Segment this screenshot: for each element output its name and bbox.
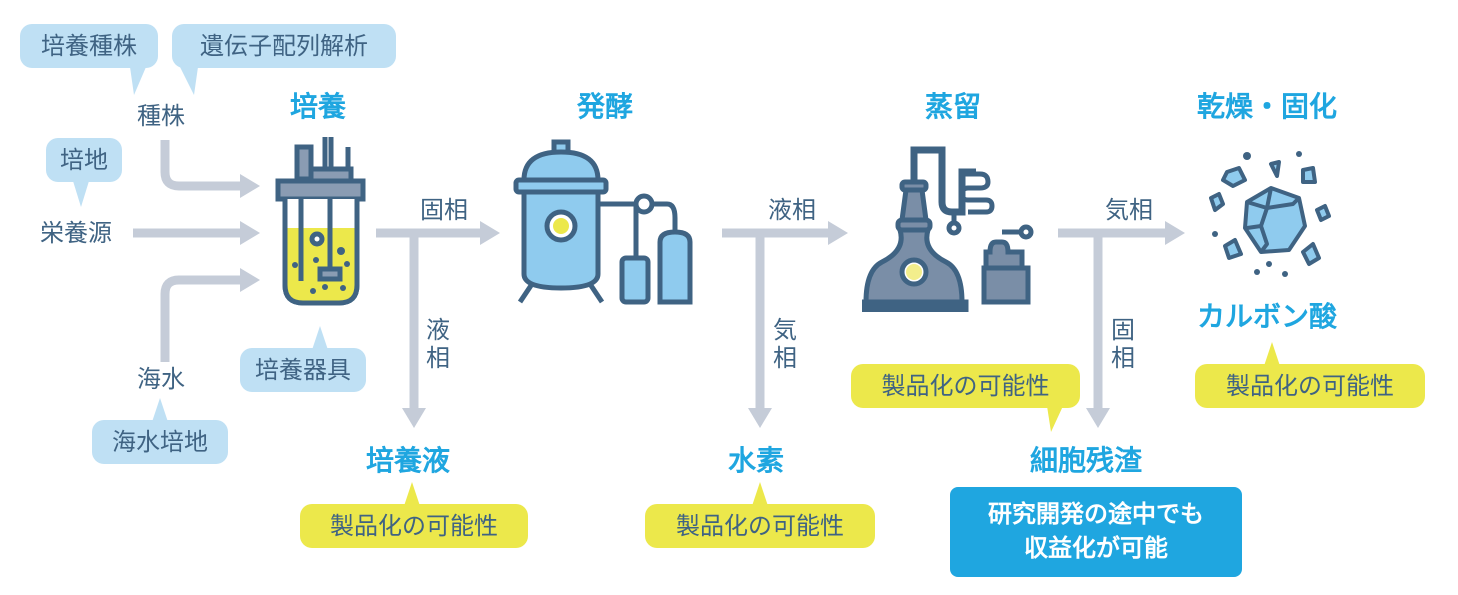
stage-title-culture: 培養 [290,90,347,123]
monetization-callout: 研究開発の途中でも 収益化が可能 [950,487,1242,577]
flow-label-gas: 気相 [1105,196,1153,224]
bubble-tail [130,67,146,95]
arrowhead [480,221,500,245]
stage-title-drying: 乾燥・固化 [1197,90,1338,123]
bubble-tail [312,326,328,350]
product-potential-bubble: 製品化の可能性 [1195,364,1425,408]
bubble-tail [73,181,89,207]
arrowhead [240,221,260,245]
fermenter-icon [513,139,693,305]
arrowhead [748,408,772,428]
flow-label-liquid: 液相 [768,196,816,224]
flow-label-liquid: 液相 [426,316,450,372]
seawater-label: 海水 [137,365,185,393]
bubble-tail [1264,342,1280,366]
medium-bubble: 培地 [46,138,122,182]
crystal-icon [1209,151,1331,277]
flow-label-gas: 気相 [773,316,797,372]
distiller-icon [862,146,1034,312]
product-potential-bubble: 製品化の可能性 [851,364,1080,408]
arrowhead [402,408,426,428]
stage-title-fermentation: 発酵 [577,90,634,123]
bubble-tail [752,482,768,506]
arrowhead [828,221,848,245]
arrowhead [1086,408,1110,428]
bubble-tail [180,67,198,95]
arrowhead [1165,221,1185,245]
seed-culture-bubble: 培養種株 [20,24,158,68]
product-potential-bubble: 製品化の可能性 [300,504,528,548]
callout-line-1: 研究開発の途中でも [988,500,1204,528]
output-title-hydrogen: 水素 [728,444,785,477]
culture-equipment-bubble: 培養器具 [240,348,366,392]
output-title-cell-residue: 細胞残渣 [1030,444,1143,477]
bubble-tail [1047,406,1063,432]
seed-arrow [160,140,242,191]
bubble-tail [404,482,420,506]
gene-analysis-bubble: 遺伝子配列解析 [172,24,396,68]
nutrient-label: 栄養源 [40,219,112,247]
seed-label: 種株 [137,102,185,130]
seawater-arrow [160,275,242,362]
output-title-culture-fluid: 培養液 [366,444,451,477]
callout-line-2: 収益化が可能 [1024,534,1168,562]
arrowhead [240,174,260,198]
bioreactor-icon [275,137,366,306]
stage-title-distillation: 蒸留 [925,90,982,123]
flow-label-solid: 固相 [1111,316,1135,372]
flow-label-solid: 固相 [420,196,468,224]
arrowhead [240,268,260,292]
seawater-medium-bubble: 海水培地 [92,420,228,464]
product-title-carboxylic-acid: カルボン酸 [1197,300,1338,333]
product-potential-bubble: 製品化の可能性 [645,504,875,548]
bubble-tail [152,398,168,422]
